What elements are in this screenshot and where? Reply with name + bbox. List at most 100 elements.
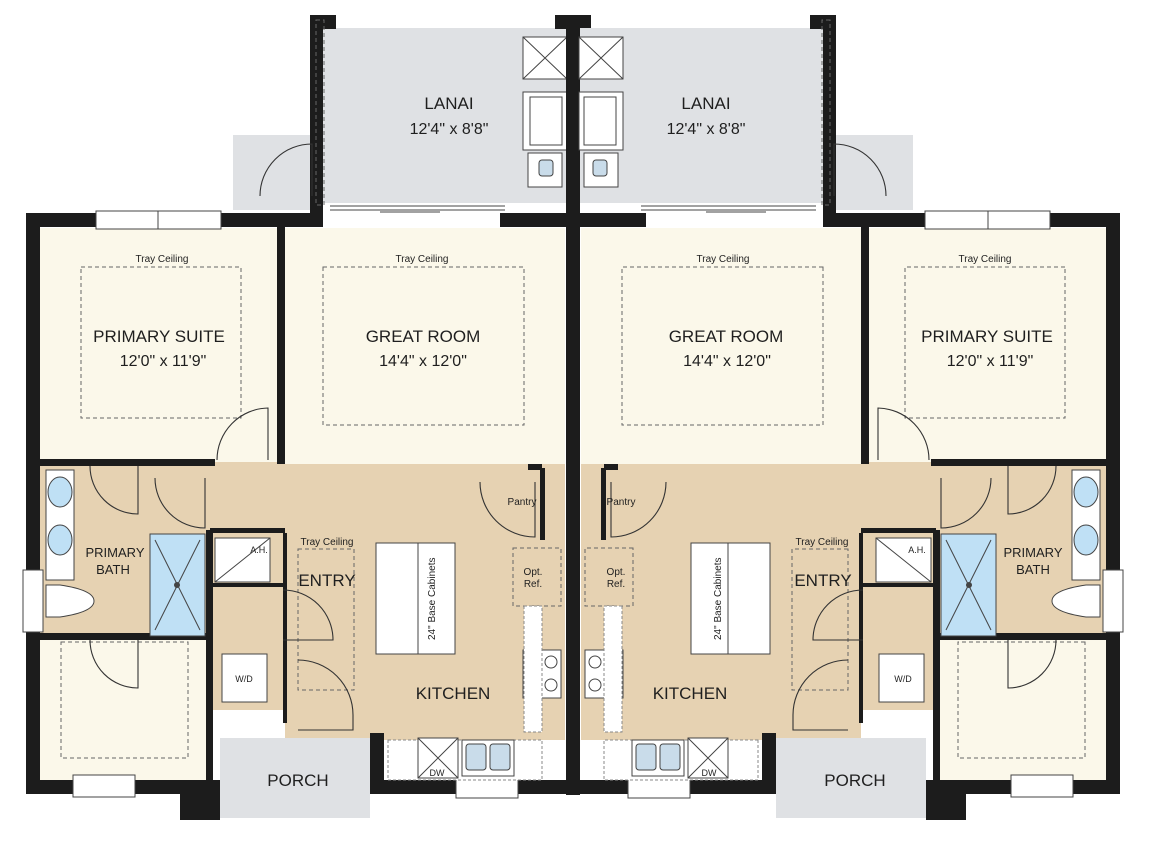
dw-label: DW	[430, 768, 445, 778]
lanai-dims: 12'4" x 8'8"	[667, 121, 746, 138]
wd-label: W/D	[894, 674, 912, 684]
air-handler-line	[214, 537, 271, 583]
window	[22, 569, 44, 633]
side-patio-floor	[833, 135, 913, 210]
pantry-label: Pantry	[508, 497, 537, 508]
wall	[810, 15, 824, 29]
pantry-label: Pantry	[607, 497, 636, 508]
wall	[206, 530, 213, 780]
window	[72, 774, 136, 798]
tray-ceiling-outline	[80, 266, 242, 419]
great-room-label: GREAT ROOM	[669, 327, 784, 346]
wall	[40, 459, 215, 466]
tray-ceiling-outline	[322, 266, 525, 426]
door-swing	[812, 589, 864, 641]
sink-bowl	[659, 743, 681, 771]
ref-label: Opt.	[607, 567, 626, 578]
porch-floor	[220, 738, 370, 818]
sink-icon	[47, 476, 73, 508]
closet-floor	[940, 640, 1106, 780]
door-swing	[216, 407, 269, 461]
primary-suite-label: PRIMARY SUITE	[921, 327, 1053, 346]
sink-icon	[1073, 524, 1099, 556]
grill-grate	[529, 96, 563, 146]
counter	[523, 605, 543, 733]
primary-bath-label: BATH	[96, 562, 130, 577]
ah-label: A.H.	[250, 545, 268, 555]
burner	[588, 678, 602, 692]
wall	[540, 468, 545, 540]
door-swing	[792, 659, 849, 731]
wall	[931, 459, 1106, 466]
shower-drain	[966, 582, 972, 588]
wall	[859, 533, 863, 723]
tray-ceiling-outline	[297, 548, 355, 691]
door-swing	[154, 477, 206, 529]
entry-label: ENTRY	[298, 571, 355, 590]
sink-bowl	[489, 743, 511, 771]
tray-ceiling-outline	[791, 548, 849, 691]
grill-grate	[583, 96, 617, 146]
burner	[544, 678, 558, 692]
primary-suite-label: PRIMARY SUITE	[93, 327, 225, 346]
wall	[283, 533, 287, 723]
lanai-screen	[315, 19, 325, 206]
primary-bath-label: PRIMARY	[1004, 545, 1063, 560]
tray-ceiling-label: Tray Ceiling	[959, 254, 1012, 265]
closet-outline	[60, 641, 189, 759]
kitchen-label: KITCHEN	[416, 684, 491, 703]
unit-right-shapes	[578, 15, 1124, 820]
door-swing	[89, 465, 139, 515]
kitchen-label: KITCHEN	[653, 684, 728, 703]
unit-left: LANAI 12'4" x 8'8" Tray Ceiling PRIMARY …	[22, 15, 568, 820]
door-swing	[479, 481, 536, 538]
wall	[861, 583, 936, 587]
party-wall	[566, 15, 580, 795]
toilet-icon	[45, 584, 95, 618]
door-swing	[610, 481, 667, 538]
sink-bowl	[635, 743, 657, 771]
sink-bowl	[592, 159, 608, 177]
wall	[40, 633, 210, 640]
wall	[26, 213, 40, 793]
window	[1010, 774, 1074, 798]
door-swing	[877, 407, 930, 461]
ref-label: Opt.	[524, 567, 543, 578]
tray-ceiling-outline	[621, 266, 824, 426]
cross	[687, 737, 729, 779]
door-swing	[259, 143, 313, 197]
ref-label: Ref.	[524, 579, 542, 590]
shower-drain	[174, 582, 180, 588]
air-handler-line	[875, 537, 932, 583]
dw-label: DW	[702, 768, 717, 778]
window	[1102, 569, 1124, 633]
cross	[417, 737, 459, 779]
door-swing	[1007, 639, 1057, 689]
unit-right: LANAI 12'4" x 8'8" Tray Ceiling GREAT RO…	[578, 15, 1124, 820]
ah-label: A.H.	[908, 545, 926, 555]
wall	[180, 780, 220, 820]
wall	[936, 633, 1106, 640]
wall	[604, 464, 618, 470]
side-patio-floor	[233, 135, 313, 210]
tray-ceiling-label: Tray Ceiling	[396, 254, 449, 265]
wall	[322, 15, 336, 29]
door-swing	[833, 143, 887, 197]
ref-label: Ref.	[607, 579, 625, 590]
wall	[861, 528, 936, 533]
door-swing	[297, 659, 354, 731]
great-room-dims: 14'4" x 12'0"	[379, 353, 467, 370]
wd-label: W/D	[235, 674, 253, 684]
sink-bowl	[538, 159, 554, 177]
sink-bowl	[465, 743, 487, 771]
great-room-label: GREAT ROOM	[366, 327, 481, 346]
wall	[277, 227, 285, 464]
cross	[578, 36, 624, 80]
door-swing	[89, 639, 139, 689]
great-room-dims: 14'4" x 12'0"	[683, 353, 771, 370]
counter	[603, 605, 623, 733]
wall	[933, 530, 940, 780]
wall	[528, 464, 542, 470]
sink-icon	[1073, 476, 1099, 508]
closet-outline	[957, 641, 1086, 759]
